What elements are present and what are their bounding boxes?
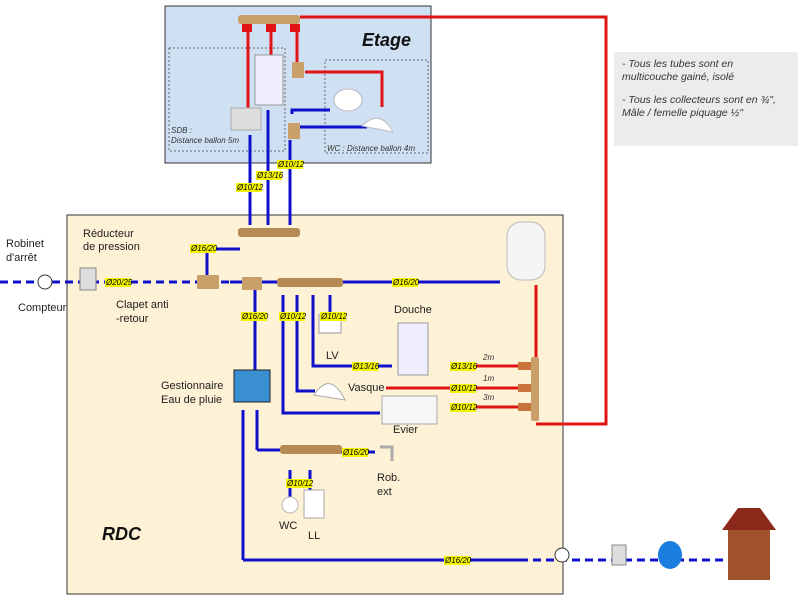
wc-label: WC <box>279 520 297 532</box>
vasque-label: Vasque <box>348 382 385 394</box>
note-tubes: - Tous les tubes sont en multicouche gai… <box>622 58 735 83</box>
svg-text:Ø16/20: Ø16/20 <box>444 556 472 565</box>
rob-ext-icon <box>380 445 394 461</box>
gestionnaire-icon <box>233 369 271 403</box>
cold-evier <box>281 295 380 415</box>
lv-label: LV <box>326 350 339 362</box>
rob-ext-label-1: Rob. <box>377 472 400 484</box>
svg-text:Ø10/12: Ø10/12 <box>279 312 307 321</box>
note-collecteurs: - Tous les collecteurs sont en ¾", Mâle … <box>622 94 776 119</box>
compteur-icon <box>37 274 53 290</box>
distance-evier: 3m <box>483 393 494 402</box>
svg-text:Ø10/12: Ø10/12 <box>236 183 264 192</box>
svg-text:Ø20/25: Ø20/25 <box>105 278 133 287</box>
svg-text:Ø10/12: Ø10/12 <box>286 479 314 488</box>
distance-douche: 2m <box>482 353 494 362</box>
ll-icon <box>303 489 325 519</box>
svg-text:Ø16/20: Ø16/20 <box>241 312 269 321</box>
reducteur-label-2: de pression <box>83 241 140 253</box>
rob-ext-label-2: ext <box>377 486 392 498</box>
sdb-label-1: SDB : <box>171 126 192 135</box>
etage-wc-icon <box>333 88 363 112</box>
pump-icon <box>658 541 682 569</box>
wc-icon <box>281 496 299 514</box>
clapet-label-2: -retour <box>116 313 149 325</box>
svg-text:Ø16/20: Ø16/20 <box>342 448 370 457</box>
clapet-label-1: Clapet anti <box>116 299 169 311</box>
pipe-labels: Ø20/25 Ø16/20 Ø10/12 Ø13/16 Ø10/12 Ø16/2… <box>105 160 478 565</box>
wc-zone-label: WC : Distance ballon 4m <box>327 144 415 153</box>
svg-text:Ø10/12: Ø10/12 <box>450 384 478 393</box>
evier-icon <box>381 395 438 425</box>
svg-text:Ø13/16: Ø13/16 <box>352 362 380 371</box>
ll-label: LL <box>308 530 320 542</box>
svg-text:Ø10/12: Ø10/12 <box>320 312 348 321</box>
svg-text:Ø13/16: Ø13/16 <box>450 362 478 371</box>
wc-zone <box>324 59 429 154</box>
compteur-well-icon <box>554 547 570 563</box>
svg-text:Ø13/16: Ø13/16 <box>256 171 284 180</box>
rain-collector <box>280 445 342 454</box>
douche-icon <box>397 322 429 376</box>
etage-collector <box>238 228 300 237</box>
svg-text:Ø10/12: Ø10/12 <box>277 160 305 169</box>
sdb-zone <box>168 47 286 152</box>
svg-text:Ø16/20: Ø16/20 <box>190 244 218 253</box>
water-heater-icon <box>506 221 546 281</box>
notes-box: - Tous les tubes sont en multicouche gai… <box>614 52 798 146</box>
sdb-label-2: Distance ballon 5m <box>171 136 239 145</box>
distance-vasque: 1m <box>483 374 494 383</box>
collectors <box>197 15 539 454</box>
vasque-icon <box>313 383 346 401</box>
rdc-title: RDC <box>102 524 142 544</box>
douche-label: Douche <box>394 304 432 316</box>
well-icon <box>728 525 770 580</box>
hot-wc-lavabo <box>305 70 384 107</box>
evier-label: Evier <box>393 424 418 436</box>
etage-title: Etage <box>362 30 411 50</box>
hot-return-pipe <box>300 15 608 426</box>
sdb-basin-icon <box>230 107 262 131</box>
wc-basin-icon <box>360 117 394 133</box>
robinet-label-1: Robinet <box>6 238 44 250</box>
reducteur-label-1: Réducteur <box>83 228 134 240</box>
reducteur-icon <box>79 267 97 291</box>
etage-shower-icon <box>254 54 284 106</box>
svg-text:Ø10/12: Ø10/12 <box>450 403 478 412</box>
cold-vasque <box>295 295 315 393</box>
robinet-label-2: d'arrêt <box>6 252 37 264</box>
gestionnaire-label-2: Eau de pluie <box>161 394 222 406</box>
svg-text:Ø16/20: Ø16/20 <box>392 278 420 287</box>
rdc-collector <box>277 278 343 287</box>
gestionnaire-label-1: Gestionnaire <box>161 380 223 392</box>
hot-collector <box>531 357 539 421</box>
reducteur-well-icon <box>611 544 627 566</box>
compteur-label: Compteur <box>18 302 67 314</box>
